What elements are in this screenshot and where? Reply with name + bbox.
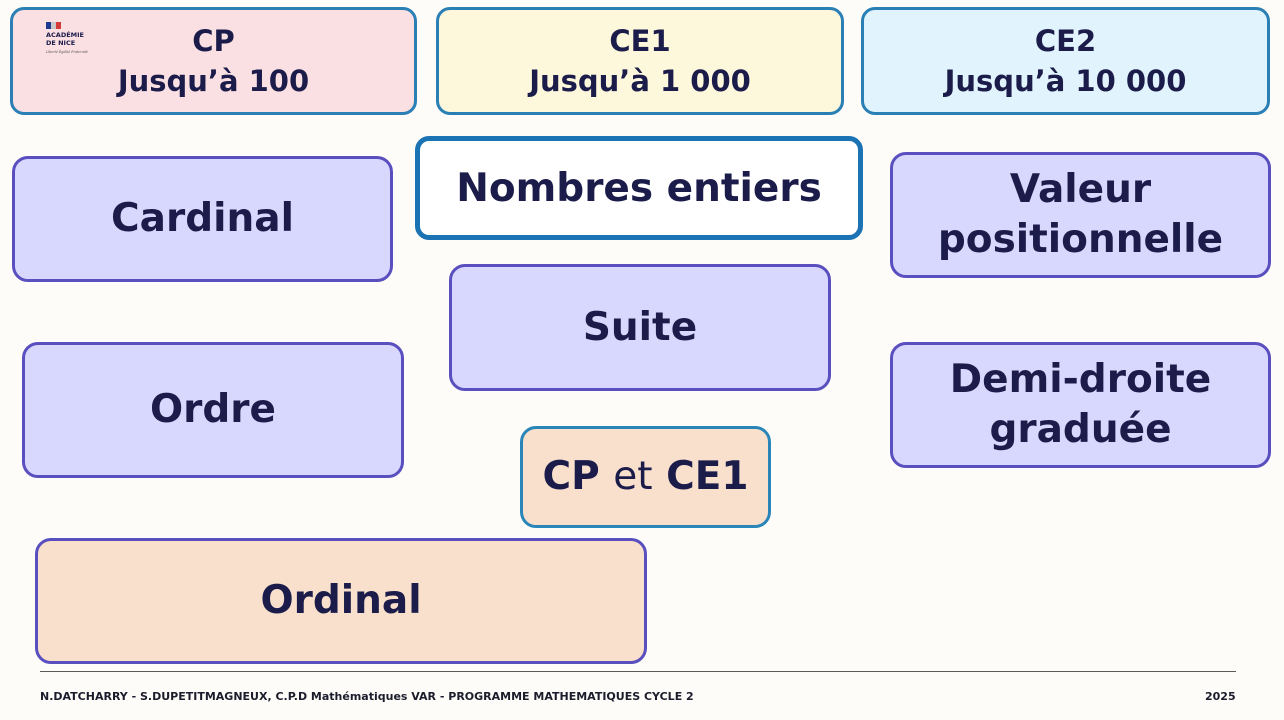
concept-suite: Suite (449, 264, 831, 391)
logo-line2: DE NICE (46, 39, 75, 47)
concept-valeur-line2: positionnelle (937, 217, 1224, 262)
academie-logo: ACADÉMIE DE NICE Liberté Égalité Fratern… (44, 20, 104, 80)
concept-ordinal-label: Ordinal (260, 578, 422, 623)
cp-ce1-box: CP et CE1 (520, 426, 771, 528)
concept-ordre: Ordre (22, 342, 404, 478)
concept-ordre-label: Ordre (150, 387, 276, 432)
cp-ce1-label: CP et CE1 (542, 452, 748, 502)
concept-valeur-line1: Valeur (1009, 167, 1152, 212)
logo-motto: Liberté Égalité Fraternité (45, 49, 88, 54)
concept-demi-droite: Demi-droite graduée (890, 342, 1271, 468)
concept-cardinal-label: Cardinal (111, 196, 294, 241)
level-title-cp: CP (192, 24, 235, 58)
concept-cardinal: Cardinal (12, 156, 393, 282)
level-title-ce2: CE2 (1034, 24, 1097, 58)
concept-ordinal: Ordinal (35, 538, 647, 664)
level-range-ce1: Jusqu’à 1 000 (529, 64, 751, 98)
level-range-ce2: Jusqu’à 10 000 (944, 64, 1187, 98)
marianne-icon: ACADÉMIE DE NICE Liberté Égalité Fratern… (45, 22, 88, 54)
level-range-cp: Jusqu’à 100 (117, 64, 310, 98)
cp-ce1-part2: et (613, 454, 653, 499)
concept-demi-line1: Demi-droite (949, 357, 1212, 402)
footer-divider (40, 671, 1236, 672)
level-box-ce1: CE1 Jusqu’à 1 000 (436, 7, 844, 115)
level-box-ce2: CE2 Jusqu’à 10 000 (861, 7, 1270, 115)
cp-ce1-part3: CE1 (666, 454, 749, 499)
level-box-cp: CP Jusqu’à 100 (10, 7, 417, 115)
logo-line1: ACADÉMIE (46, 30, 84, 39)
concept-demi-line2: graduée (989, 407, 1172, 452)
center-title: Nombres entiers (456, 165, 822, 211)
footer-credits: N.DATCHARRY - S.DUPETITMAGNEUX, C.P.D Ma… (40, 690, 694, 703)
concept-valeur-positionnelle: Valeur positionnelle (890, 152, 1271, 278)
footer-year: 2025 (1205, 690, 1236, 703)
level-title-ce1: CE1 (609, 24, 671, 58)
cp-ce1-part1: CP (542, 454, 600, 499)
concept-suite-label: Suite (582, 304, 698, 350)
center-title-box: Nombres entiers (415, 136, 863, 240)
